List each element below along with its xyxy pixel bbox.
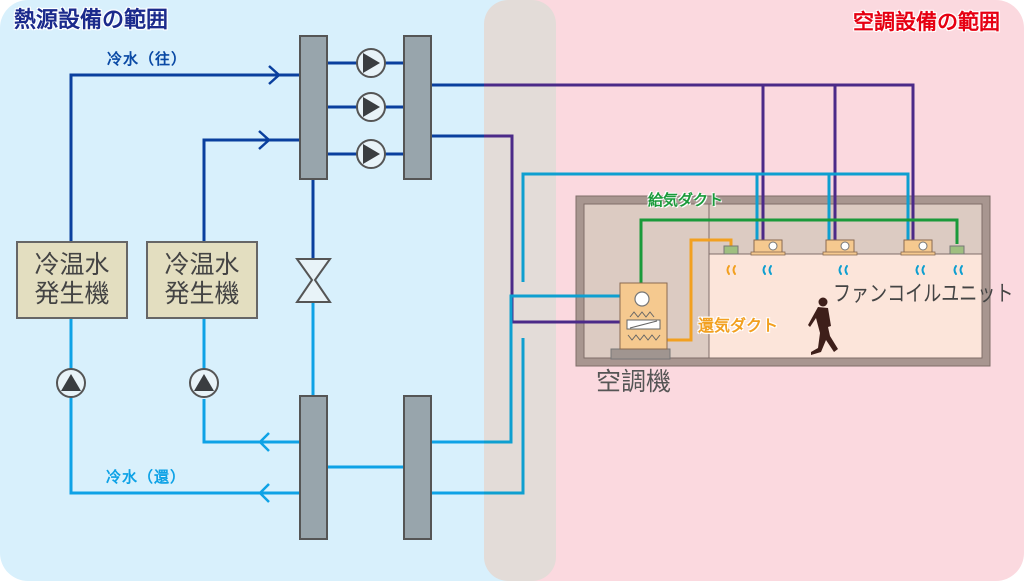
fan-icon [634,291,650,307]
supply-airflow-icon [953,265,963,275]
fan-coil-unit-2 [822,239,858,256]
secondary-pump-3 [356,139,386,169]
ahu-base [610,348,671,360]
chiller-label-line2: 発生機 [34,279,110,308]
heat-source-range-title: 熱源設備の範囲 [14,8,169,33]
chiller-heater-1: 冷温水 発生機 [16,241,128,319]
chilled-water-supply-label: 冷水（往） [107,50,188,68]
return-airflow-icon [726,265,736,275]
supply-airflow-icon [762,265,772,275]
chilled-water-return-pipes [69,302,484,503]
person-icon [808,297,838,355]
primary-pump-1 [56,368,86,398]
pump-icon [363,144,380,164]
pump-icon [363,53,380,73]
fan-icon [918,241,928,251]
supply-duct-label: 給気ダクト [648,191,724,209]
fan-coil-unit-3 [900,239,936,256]
supply-duct [639,218,959,283]
pump-icon [194,374,214,391]
fan-coil-unit-label: ファンコイルユニット [833,282,1014,307]
fan-icon [768,241,778,251]
return-duct-label: 還気ダクト [698,316,779,335]
secondary-pump-1 [356,48,386,78]
chiller-label-line1: 冷温水 [164,250,240,280]
fcu-supply-pipes [484,83,915,324]
supply-airflow-icon [838,265,848,275]
chiller-label-line1: 冷温水 [34,250,110,280]
air-handling-unit [610,282,671,360]
overlap-region [484,0,556,581]
chilled-water-return-label: 冷水（還） [106,468,187,486]
chiller-heater-2: 冷温水 発生機 [146,241,258,319]
fan-icon [840,241,850,251]
supply-header-left [299,35,328,180]
supply-diffuser [949,245,965,255]
secondary-pump-2 [356,92,386,122]
supply-airflow-icon [915,265,925,275]
supply-header-right [403,35,432,180]
return-header-right [403,395,432,540]
filter-icon [629,311,655,318]
primary-pump-2 [189,368,219,398]
return-header-left [299,395,328,540]
fcu-return-pipes [484,172,910,495]
airflow-marks [726,265,963,275]
humidifier-icon [627,334,661,341]
pump-icon [363,97,380,117]
bypass-valve-icon [295,258,332,303]
chiller-label-line2: 発生機 [164,279,240,308]
return-grille [723,245,739,255]
pump-icon [61,374,81,391]
air-conditioning-range-title: 空調設備の範囲 [853,10,1000,34]
fan-coil-unit-1 [750,239,786,256]
return-duct [667,238,733,342]
air-handling-unit-label: 空調機 [596,367,672,396]
